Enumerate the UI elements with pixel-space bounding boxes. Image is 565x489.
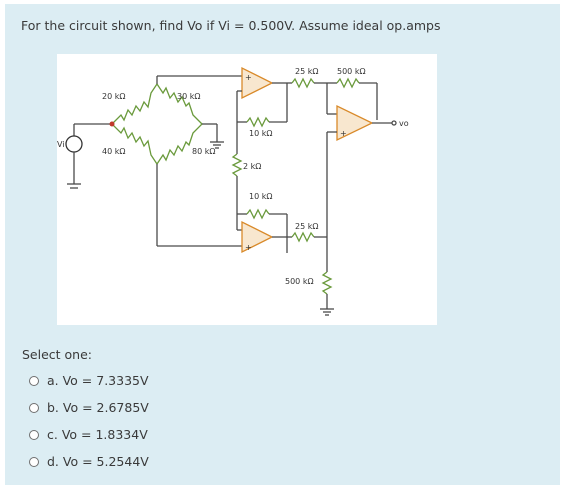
label-r1: 20 kΩ <box>102 92 125 101</box>
label-r5: 10 kΩ <box>249 129 272 138</box>
label-vo: vo <box>399 119 409 128</box>
label-r9: 500 kΩ <box>337 67 366 76</box>
opamp1-plus: + <box>245 73 252 82</box>
label-r6: 2 kΩ <box>243 162 261 171</box>
radio-button[interactable] <box>29 429 39 440</box>
opamp3-plus: + <box>245 243 252 252</box>
opamp2-plus: + <box>340 129 347 138</box>
option-d[interactable]: d. Vo = 5.2544V <box>29 454 149 469</box>
option-c[interactable]: c. Vo = 1.8334V <box>29 427 148 442</box>
option-a-label: a. Vo = 7.3335V <box>47 373 149 388</box>
radio-button[interactable] <box>29 375 39 386</box>
option-b-label: b. Vo = 2.6785V <box>47 400 149 415</box>
option-b[interactable]: b. Vo = 2.6785V <box>29 400 149 415</box>
option-c-label: c. Vo = 1.8334V <box>47 427 148 442</box>
question-panel: For the circuit shown, find Vo if Vi = 0… <box>5 4 560 485</box>
question-text: For the circuit shown, find Vo if Vi = 0… <box>21 18 441 33</box>
select-one-label: Select one: <box>22 347 93 362</box>
label-r11: 500 kΩ <box>285 277 314 286</box>
option-d-label: d. Vo = 5.2544V <box>47 454 149 469</box>
label-r4: 80 kΩ <box>192 147 215 156</box>
label-vi: Vi <box>57 140 65 149</box>
label-r2: 30 kΩ <box>177 92 200 101</box>
input-node-dot <box>109 121 115 127</box>
radio-button[interactable] <box>29 456 39 467</box>
label-r7: 10 kΩ <box>249 192 272 201</box>
option-a[interactable]: a. Vo = 7.3335V <box>29 373 149 388</box>
label-r3: 40 kΩ <box>102 147 125 156</box>
label-r8: 25 kΩ <box>295 67 318 76</box>
label-r10: 25 kΩ <box>295 222 318 231</box>
circuit-figure: 20 kΩ 30 kΩ 40 kΩ 80 kΩ 10 kΩ 2 kΩ 10 kΩ… <box>57 54 437 325</box>
circuit-diagram: 20 kΩ 30 kΩ 40 kΩ 80 kΩ 10 kΩ 2 kΩ 10 kΩ… <box>57 66 409 316</box>
radio-button[interactable] <box>29 402 39 413</box>
